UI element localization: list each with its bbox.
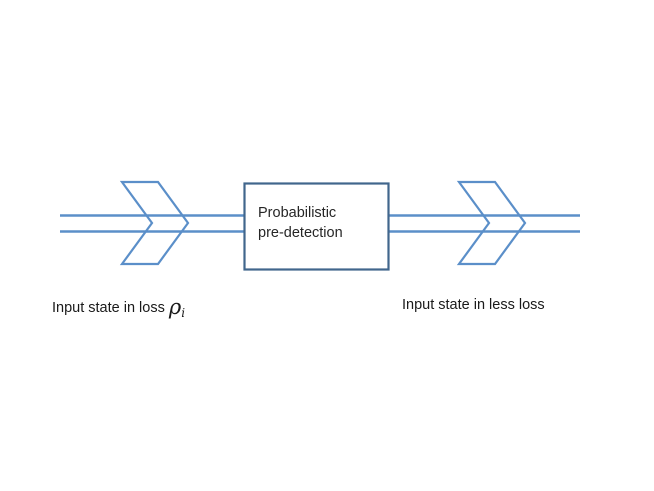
caption-input-state-less-loss: Input state in less loss xyxy=(402,297,545,313)
rho-subscript: i xyxy=(181,306,186,320)
process-box xyxy=(243,182,390,271)
input-double-chevron xyxy=(119,180,190,266)
output-double-chevron xyxy=(456,180,527,266)
caption-left-text: Input state in loss xyxy=(52,300,165,316)
process-box-label: Probabilistic pre-detection xyxy=(258,205,343,241)
rho-symbol: ρ xyxy=(168,295,182,319)
